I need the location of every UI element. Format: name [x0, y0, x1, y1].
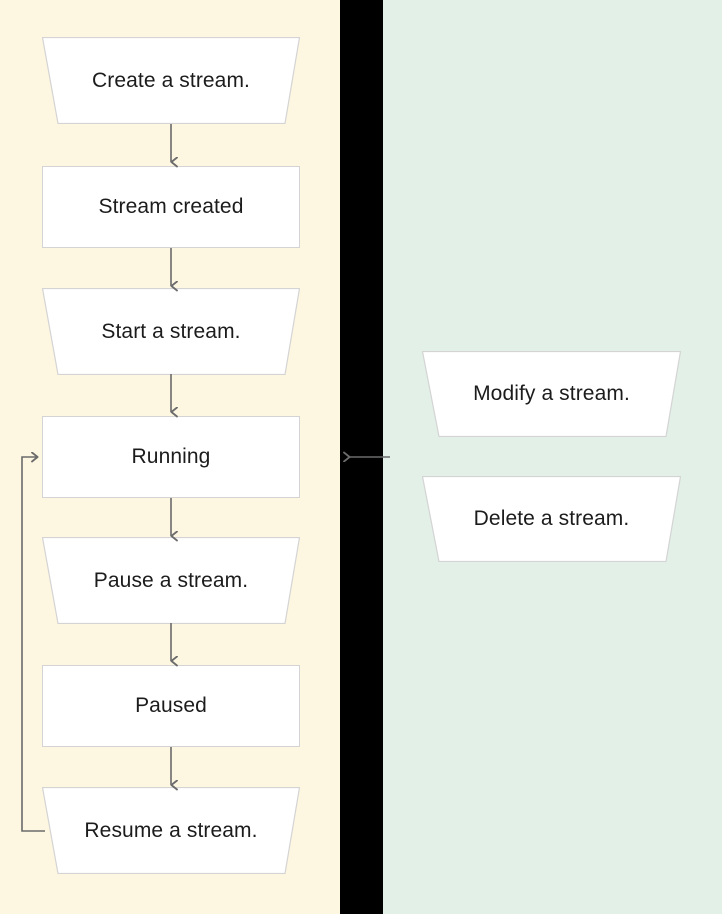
node-create-a-stream[interactable]: Create a stream. [42, 37, 300, 124]
node-modify-a-stream[interactable]: Modify a stream. [422, 351, 681, 437]
trapezoid-shape [42, 37, 300, 124]
trapezoid-shape [42, 787, 300, 874]
node-resume-a-stream[interactable]: Resume a stream. [42, 787, 300, 874]
trapezoid-shape [422, 476, 681, 562]
stream-operations-panel [383, 0, 722, 914]
node-stream-created[interactable]: Stream created [42, 166, 300, 248]
node-label: Start a stream. [101, 319, 241, 343]
trapezoid-shape [422, 351, 681, 437]
node-delete-a-stream[interactable]: Delete a stream. [422, 476, 681, 562]
node-label: Stream created [98, 195, 244, 219]
trapezoid-shape [42, 537, 300, 624]
node-label: Create a stream. [92, 68, 250, 92]
node-label: Delete a stream. [473, 507, 630, 531]
panel-divider [340, 0, 383, 914]
node-running[interactable]: Running [42, 416, 300, 498]
node-label: Modify a stream. [473, 382, 630, 406]
node-label: Running [131, 445, 211, 469]
trapezoid-shape [42, 288, 300, 375]
node-label: Paused [135, 694, 207, 718]
node-paused[interactable]: Paused [42, 665, 300, 747]
node-pause-a-stream[interactable]: Pause a stream. [42, 537, 300, 624]
node-label: Pause a stream. [93, 568, 249, 592]
node-label: Resume a stream. [84, 818, 258, 842]
node-start-a-stream[interactable]: Start a stream. [42, 288, 300, 375]
